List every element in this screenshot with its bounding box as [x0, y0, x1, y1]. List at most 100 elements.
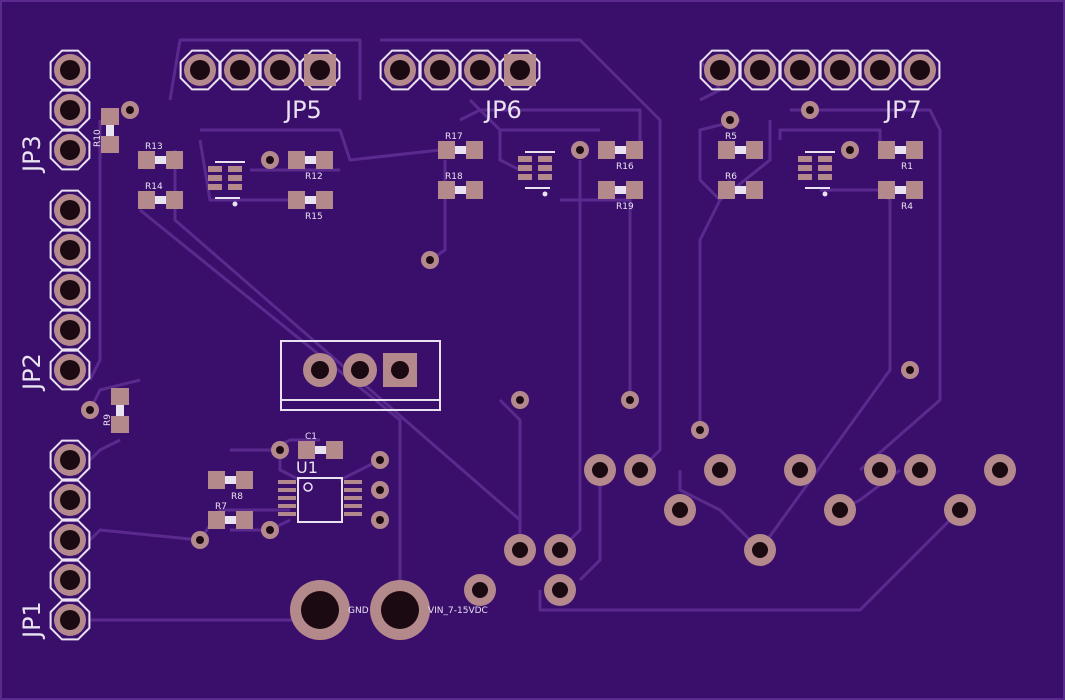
through-hole-pad [464, 574, 496, 606]
through-hole-pad [944, 494, 976, 526]
header-pins [49, 49, 941, 641]
through-hole-pad [784, 454, 816, 486]
r6-label: R6 [725, 172, 737, 182]
jp7-pin [859, 49, 901, 91]
c1-label: C1 [305, 432, 317, 442]
via [191, 531, 209, 549]
r12-label: R12 [305, 172, 323, 182]
through-hole-pad [584, 454, 616, 486]
via [371, 481, 389, 499]
jp3-pin [49, 49, 91, 91]
jp3-pin [49, 89, 91, 131]
jp7-pin [739, 49, 781, 91]
jp5-pin [259, 49, 301, 91]
r1-label: R1 [901, 162, 913, 172]
r19-resistor [598, 181, 643, 199]
r17-resistor [438, 141, 483, 159]
jp1-pin [49, 479, 91, 521]
through-hole-pad [984, 454, 1016, 486]
r8-label: R8 [231, 492, 243, 502]
opamp-chip [798, 156, 832, 197]
r18-resistor [438, 181, 483, 199]
u1-outline [297, 477, 343, 523]
silkscreen-outlines [215, 151, 835, 523]
via [511, 391, 529, 409]
regulator-pin [383, 353, 417, 387]
jp1-label: JP1 [18, 601, 46, 640]
through-hole-pad [824, 494, 856, 526]
r14-label: R14 [145, 182, 163, 192]
through-hole-pad [704, 454, 736, 486]
jp6-pin [499, 49, 541, 91]
jp1-pin [49, 599, 91, 641]
through-hole-pad [504, 534, 536, 566]
via [621, 391, 639, 409]
r13-label: R13 [145, 142, 163, 152]
jp2-pin [49, 349, 91, 391]
jp5-pin [219, 49, 261, 91]
through-hole-pad [624, 454, 656, 486]
jp2-pin [49, 229, 91, 271]
vin-pad [370, 580, 430, 640]
jp5-label: JP5 [283, 96, 322, 124]
via [721, 111, 739, 129]
r1-resistor [878, 141, 923, 159]
r4-label: R4 [901, 202, 913, 212]
jp2-pin [49, 269, 91, 311]
jp2-pin [49, 309, 91, 351]
r4-resistor [878, 181, 923, 199]
r13-resistor [138, 151, 183, 169]
opamp-chip [518, 156, 552, 197]
jp3-pin [49, 129, 91, 171]
through-hole-pad [904, 454, 936, 486]
regulator-pin [343, 353, 377, 387]
r16-label: R16 [616, 162, 634, 172]
u1-chip [278, 480, 362, 516]
regulator-pin [303, 353, 337, 387]
jp7-pin [779, 49, 821, 91]
r8-resistor [208, 471, 253, 489]
through-hole-pad [544, 534, 576, 566]
smd-pads [101, 108, 923, 529]
via [371, 511, 389, 529]
through-hole-pad [864, 454, 896, 486]
r6-resistor [718, 181, 763, 199]
via [901, 361, 919, 379]
jp7-pin [699, 49, 741, 91]
jp6-pin [379, 49, 421, 91]
jp6-label: JP6 [483, 96, 522, 124]
gnd-label: GND [348, 606, 369, 616]
through-hole-pad [744, 534, 776, 566]
r7-resistor [208, 511, 253, 529]
via [121, 101, 139, 119]
jp7-pin [819, 49, 861, 91]
opamp-chip [208, 166, 242, 207]
r5-label: R5 [725, 132, 737, 142]
via [421, 251, 439, 269]
r15-label: R15 [305, 212, 323, 222]
r17-label: R17 [445, 132, 463, 142]
jp7-pin [899, 49, 941, 91]
r19-label: R19 [616, 202, 634, 212]
u1-label: U1 [296, 458, 318, 477]
jp2-pin [49, 189, 91, 231]
r12-resistor [288, 151, 333, 169]
jp6-pin [419, 49, 461, 91]
through-hole-pad [664, 494, 696, 526]
jp5-pin [299, 49, 341, 91]
vin-label: VIN_7-15VDC [428, 606, 488, 616]
via [81, 401, 99, 419]
jp1-pin [49, 439, 91, 481]
r5-resistor [718, 141, 763, 159]
jp7-label: JP7 [883, 96, 922, 124]
through-hole-pad [544, 574, 576, 606]
r14-resistor [138, 191, 183, 209]
r9-label: R9 [103, 414, 113, 426]
r18-label: R18 [445, 172, 463, 182]
r15-resistor [288, 191, 333, 209]
jp2-label: JP2 [18, 353, 46, 392]
r10-label: R10 [93, 129, 103, 147]
gnd-pad [290, 580, 350, 640]
r16-resistor [598, 141, 643, 159]
